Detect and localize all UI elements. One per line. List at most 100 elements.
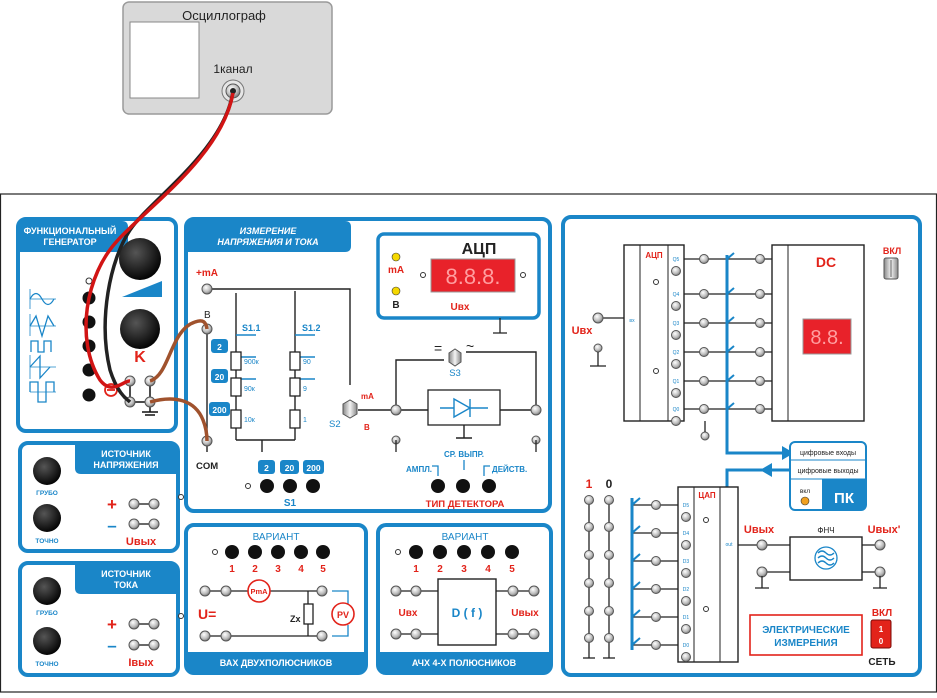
detector-in-jack[interactable] xyxy=(390,404,402,416)
voltage-minus-jack-2[interactable] xyxy=(148,518,160,530)
dac-out-jack[interactable] xyxy=(756,539,768,551)
current-plus-jack-2[interactable] xyxy=(148,618,160,630)
logic-zero-jack[interactable] xyxy=(604,578,614,588)
s1-button-200[interactable] xyxy=(306,479,320,493)
logic-one-jack[interactable] xyxy=(584,578,594,588)
adc-chip-gnd-jack[interactable] xyxy=(700,431,710,441)
detector-button-ampl[interactable] xyxy=(431,479,445,493)
vah-jack-bottom-2[interactable] xyxy=(220,630,232,642)
s1-button-20[interactable] xyxy=(283,479,297,493)
adc-q-jack-b[interactable] xyxy=(699,289,709,299)
adc-q-jack-b[interactable] xyxy=(699,254,709,264)
achh-out-jack-2[interactable] xyxy=(528,585,540,597)
adc-q-jack-b[interactable] xyxy=(699,404,709,414)
detector-button-sr[interactable] xyxy=(456,479,470,493)
logic-zero-jack[interactable] xyxy=(604,550,614,560)
current-minus-jack-1[interactable] xyxy=(128,639,140,651)
dac-d-jack[interactable] xyxy=(651,500,661,510)
voltage-fine-knob[interactable] xyxy=(33,504,61,532)
adc-q-jack-b[interactable] xyxy=(699,347,709,357)
adc-uin-jack[interactable] xyxy=(592,312,604,324)
s3-switch[interactable] xyxy=(448,348,462,367)
logic-zero-jack[interactable] xyxy=(604,495,614,505)
adc-q-jack-a[interactable] xyxy=(671,266,681,276)
logic-one-jack[interactable] xyxy=(584,633,594,643)
voltage-minus-jack-1[interactable] xyxy=(128,518,140,530)
lpf-out-jack[interactable] xyxy=(874,539,886,551)
dc-d-jack[interactable] xyxy=(755,376,765,386)
adc-q-jack-b[interactable] xyxy=(699,376,709,386)
current-plus-jack-1[interactable] xyxy=(128,618,140,630)
achh-out-gnd-2[interactable] xyxy=(528,628,540,640)
mains-power-switch[interactable]: 1 0 xyxy=(870,619,892,649)
logic-one-jack[interactable] xyxy=(584,522,594,532)
dac-d-jack[interactable] xyxy=(651,612,661,622)
adc-q-jack-a[interactable] xyxy=(671,388,681,398)
detector-out-jack[interactable] xyxy=(530,404,542,416)
adc-q-jack-a[interactable] xyxy=(671,416,681,426)
dac-d-jack[interactable] xyxy=(651,528,661,538)
adc-q-jack-b[interactable] xyxy=(699,318,709,328)
achh-variant-button-1[interactable] xyxy=(409,545,423,559)
achh-variant-button-3[interactable] xyxy=(457,545,471,559)
dac-d-jack-b[interactable] xyxy=(681,568,691,578)
vah-jack-top-right[interactable] xyxy=(316,585,328,597)
current-minus-jack-2[interactable] xyxy=(148,639,160,651)
adc-gnd-jack[interactable] xyxy=(593,343,603,353)
dac-d-jack-b[interactable] xyxy=(681,596,691,606)
vah-jack-top-left[interactable] xyxy=(199,585,211,597)
vah-variant-button-3[interactable] xyxy=(271,545,285,559)
voltage-plus-jack-1[interactable] xyxy=(128,498,140,510)
vah-variant-button-1[interactable] xyxy=(225,545,239,559)
s1-button-2[interactable] xyxy=(260,479,274,493)
dc-power-toggle[interactable] xyxy=(883,257,899,280)
achh-in-jack-1[interactable] xyxy=(390,585,402,597)
logic-zero-jack[interactable] xyxy=(604,633,614,643)
frequency-knob[interactable] xyxy=(119,238,161,280)
logic-zero-jack[interactable] xyxy=(604,522,614,532)
logic-one-jack[interactable] xyxy=(584,550,594,560)
dac-d-jack-b[interactable] xyxy=(681,624,691,634)
achh-in-gnd-1[interactable] xyxy=(390,628,402,640)
detector-button-deistv[interactable] xyxy=(482,479,496,493)
vah-jack-bottom-right[interactable] xyxy=(316,630,328,642)
vah-variant-button-2[interactable] xyxy=(248,545,262,559)
logic-zero-jack[interactable] xyxy=(604,606,614,616)
achh-in-gnd-2[interactable] xyxy=(410,628,422,640)
achh-out-jack-1[interactable] xyxy=(507,585,519,597)
plus-ma-jack[interactable] xyxy=(201,283,213,295)
achh-variant-button-4[interactable] xyxy=(481,545,495,559)
achh-in-jack-2[interactable] xyxy=(410,585,422,597)
voltage-plus-jack-2[interactable] xyxy=(148,498,160,510)
current-coarse-knob[interactable] xyxy=(33,577,61,605)
dac-d-jack[interactable] xyxy=(651,556,661,566)
lpf-gnd-jack[interactable] xyxy=(874,566,886,578)
amplitude-knob[interactable] xyxy=(120,309,160,349)
dc-d-jack[interactable] xyxy=(755,404,765,414)
achh-variant-button-5[interactable] xyxy=(505,545,519,559)
adc-q-jack-a[interactable] xyxy=(671,301,681,311)
voltage-coarse-knob[interactable] xyxy=(33,457,61,485)
dc-d-jack[interactable] xyxy=(755,318,765,328)
dac-d-jack[interactable] xyxy=(651,640,661,650)
adc-q-jack-a[interactable] xyxy=(671,359,681,369)
dc-d-jack[interactable] xyxy=(755,347,765,357)
current-fine-knob[interactable] xyxy=(33,627,61,655)
waveform-button-square[interactable] xyxy=(82,388,96,402)
dac-d-jack-b[interactable] xyxy=(681,512,691,522)
vah-jack-bottom-left[interactable] xyxy=(199,630,211,642)
dc-d-jack[interactable] xyxy=(755,289,765,299)
dac-gnd-jack[interactable] xyxy=(756,566,768,578)
s2-switch[interactable] xyxy=(342,399,358,419)
adc-q-jack-a[interactable] xyxy=(671,330,681,340)
vah-jack-top-2[interactable] xyxy=(220,585,232,597)
achh-variant-button-2[interactable] xyxy=(433,545,447,559)
vah-variant-button-5[interactable] xyxy=(316,545,330,559)
achh-out-gnd-1[interactable] xyxy=(507,628,519,640)
logic-one-jack[interactable] xyxy=(584,495,594,505)
logic-one-jack[interactable] xyxy=(584,606,594,616)
dac-d-jack-b[interactable] xyxy=(681,652,691,662)
dc-d-jack[interactable] xyxy=(755,254,765,264)
vah-variant-button-4[interactable] xyxy=(294,545,308,559)
dac-d-jack-b[interactable] xyxy=(681,540,691,550)
